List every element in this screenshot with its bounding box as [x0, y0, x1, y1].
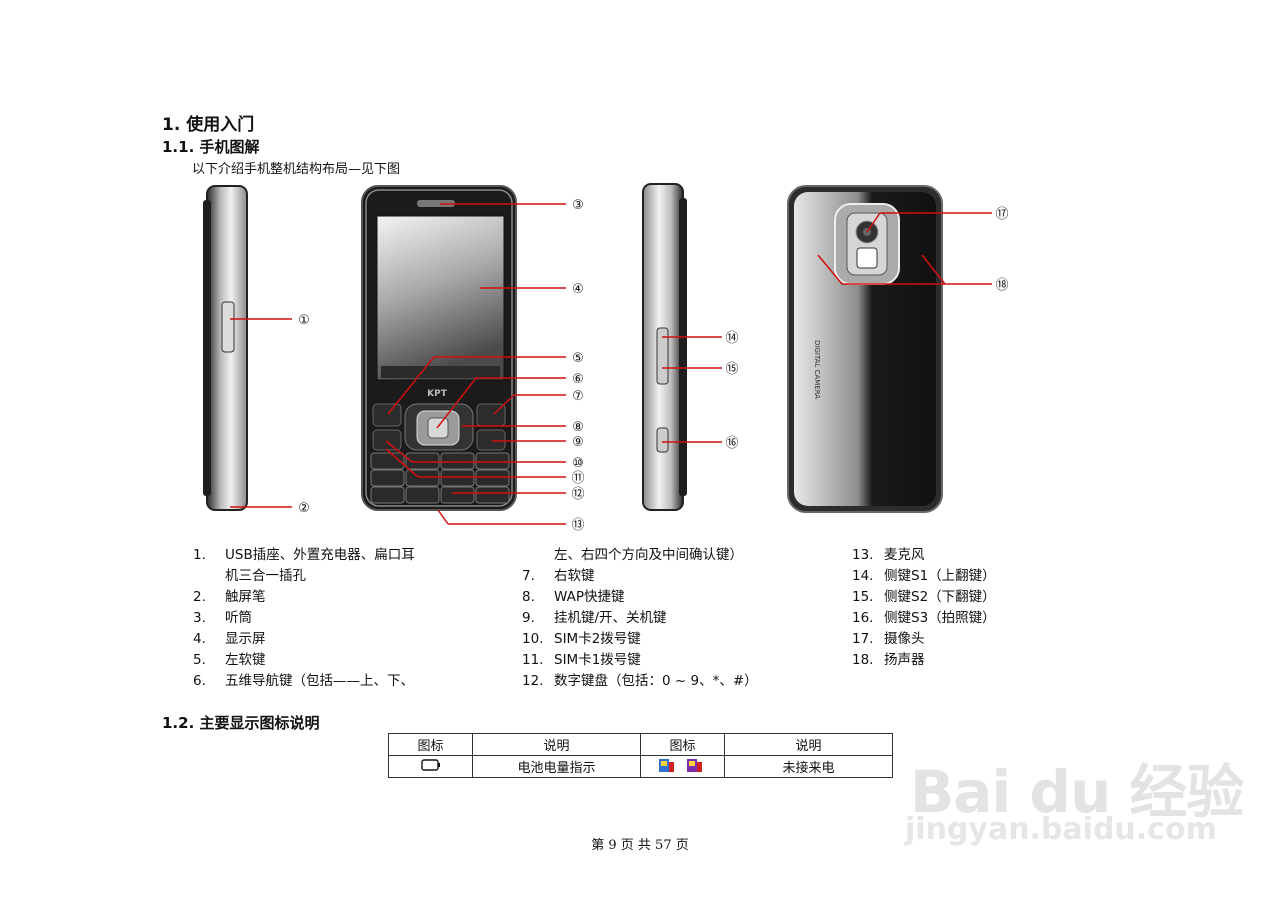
legend-item: 2.触屏笔	[193, 589, 266, 605]
callout-4: ④	[572, 282, 584, 297]
callout-13: ⑬	[571, 518, 584, 533]
legend-item: 7.右软键	[522, 568, 595, 584]
missed-call-sim2-icon	[686, 758, 702, 772]
phone-back-view: DIGITAL CAMERA	[787, 185, 943, 513]
legend-item: 4.显示屏	[193, 631, 266, 647]
phone-right-side-view	[642, 183, 687, 511]
callout-6: ⑥	[572, 372, 584, 387]
legend-item: 14.侧键S1（上翻键）	[852, 568, 996, 584]
section-title: 1. 使用入门	[162, 115, 255, 135]
icon-table: 图标 说明 图标 说明 电池电量指示 未接来电	[388, 733, 893, 778]
callout-7: ⑦	[572, 389, 584, 404]
legend-item: 1.USB插座、外置充电器、扁口耳	[193, 547, 415, 563]
callout-5: ⑤	[572, 351, 584, 366]
battery-icon	[388, 755, 473, 778]
legend-item: 机三合一插孔	[225, 568, 306, 584]
phone-left-side-view	[203, 185, 248, 511]
callout-3: ③	[572, 198, 584, 213]
legend-item: 11.SIM卡1拨号键	[522, 652, 641, 668]
legend-item: 17.摄像头	[852, 631, 925, 647]
legend-item: 12.数字键盘（包括：0 ~ 9、*、#）	[522, 673, 758, 689]
table-cell: 未接来电	[724, 755, 893, 778]
table-cell: 电池电量指示	[472, 755, 641, 778]
phone-diagram: KPT DIGITAL CAMERA	[203, 183, 1009, 533]
missed-call-sim1-icon	[658, 758, 674, 772]
legend-item: 15.侧键S2（下翻键）	[852, 589, 996, 605]
legend-item: 3.听筒	[193, 610, 252, 626]
callout-11: ⑪	[571, 471, 584, 486]
legend-item: 13.麦克风	[852, 547, 925, 563]
table-header-cell: 图标	[388, 733, 473, 756]
callout-16: ⑯	[725, 436, 738, 451]
table-row: 电池电量指示 未接来电	[388, 755, 893, 778]
watermark-url: jingyan.baidu.com	[905, 812, 1217, 847]
callout-9: ⑨	[572, 435, 584, 450]
callout-numbers: ① ② ③ ④ ⑤ ⑥ ⑦ ⑧ ⑨ ⑩ ⑪ ⑫ ⑬ ⑭ ⑮ ⑯ ⑰ ⑱	[298, 198, 1008, 533]
legend-item: 6.五维导航键（包括——上、下、	[193, 673, 414, 689]
subsection-title: 1.1. 手机图解	[162, 138, 260, 156]
legend-item: 16.侧键S3（拍照键）	[852, 610, 996, 626]
table-header-cell: 图标	[640, 733, 725, 756]
page-footer: 第 9 页 共 57 页	[591, 838, 689, 853]
callout-17: ⑰	[995, 207, 1008, 222]
missed-call-icons	[640, 755, 725, 778]
legend-item: 10.SIM卡2拨号键	[522, 631, 641, 647]
callout-15: ⑮	[725, 362, 738, 377]
legend-item: 18.扬声器	[852, 652, 925, 668]
legend-item: 8.WAP快捷键	[522, 589, 625, 605]
phone-front-view: KPT	[361, 185, 517, 511]
callout-12: ⑫	[571, 487, 584, 502]
legend-column-3: 13.麦克风 14.侧键S1（上翻键） 15.侧键S2（下翻键） 16.侧键S3…	[852, 545, 996, 671]
callout-2: ②	[298, 501, 310, 516]
icons-section-title: 1.2. 主要显示图标说明	[162, 714, 320, 732]
legend-item: 9.挂机键/开、关机键	[522, 610, 667, 626]
table-header-cell: 说明	[472, 733, 641, 756]
callout-8: ⑧	[572, 420, 584, 435]
watermark-brand: Bai du 经验	[910, 758, 1244, 826]
legend-column-1: 1.USB插座、外置充电器、扁口耳 机三合一插孔 2.触屏笔 3.听筒 4.显示…	[193, 545, 415, 692]
legend-item: 5.左软键	[193, 652, 266, 668]
intro-text: 以下介绍手机整机结构布局—见下图	[192, 162, 401, 177]
phone-brand-logo: KPT	[427, 389, 448, 399]
callout-14: ⑭	[725, 331, 738, 346]
legend-column-2: 左、右四个方向及中间确认键） 7.右软键 8.WAP快捷键 9.挂机键/开、关机…	[522, 545, 758, 692]
back-label: DIGITAL CAMERA	[813, 340, 821, 399]
callout-18: ⑱	[995, 278, 1008, 293]
table-header-row: 图标 说明 图标 说明	[388, 733, 893, 756]
legend-item: 左、右四个方向及中间确认键）	[554, 547, 743, 563]
callout-lines	[230, 203, 992, 525]
callout-1: ①	[298, 313, 310, 328]
table-header-cell: 说明	[724, 733, 893, 756]
callout-10: ⑩	[572, 456, 584, 471]
